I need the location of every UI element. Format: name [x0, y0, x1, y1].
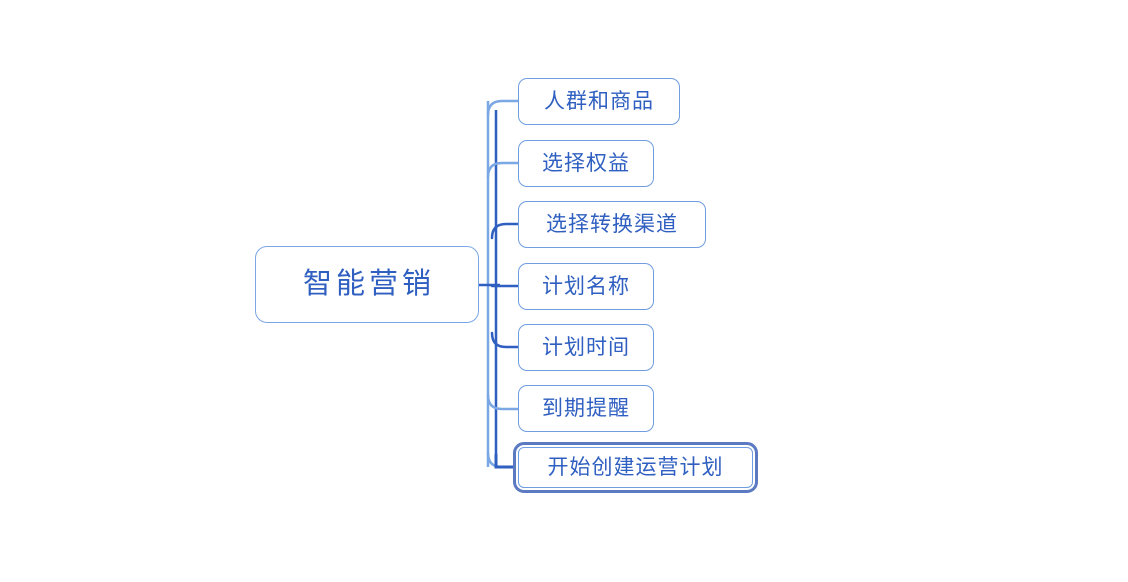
mindmap-node-plan-time[interactable]: 计划时间 [518, 324, 654, 371]
mindmap-node-label: 人群和商品 [544, 90, 654, 113]
mindmap-node-label: 选择权益 [542, 152, 630, 175]
connector-to-child-2 [486, 161, 520, 179]
connector-to-child-6 [486, 393, 520, 411]
connector-to-child-5 [490, 331, 520, 349]
mindmap-node-plan-name[interactable]: 计划名称 [518, 263, 654, 310]
mindmap-node-label: 选择转换渠道 [546, 213, 678, 236]
mindmap-node-expiry-reminder[interactable]: 到期提醒 [518, 385, 654, 432]
connector-to-child-7 [486, 451, 517, 469]
mindmap-node-label: 到期提醒 [542, 397, 630, 420]
connector-to-child-3 [490, 222, 520, 240]
mindmap-node-start-create-operation-plan[interactable]: 开始创建运营计划 [513, 442, 758, 493]
connector-to-child-1 [486, 99, 520, 117]
mindmap-node-select-benefits[interactable]: 选择权益 [518, 140, 654, 187]
mindmap-node-label: 开始创建运营计划 [547, 456, 724, 479]
mindmap-node-label: 计划名称 [542, 275, 630, 298]
mindmap-root-label: 智能营销 [302, 268, 435, 300]
mindmap-node-people-and-goods[interactable]: 人群和商品 [518, 78, 680, 125]
mindmap-node-select-conversion-channel[interactable]: 选择转换渠道 [518, 201, 706, 248]
connector-to-child-7-emphasis [494, 453, 517, 469]
mindmap-root-node[interactable]: 智能营销 [255, 246, 479, 323]
mindmap-node-label: 计划时间 [542, 336, 630, 359]
